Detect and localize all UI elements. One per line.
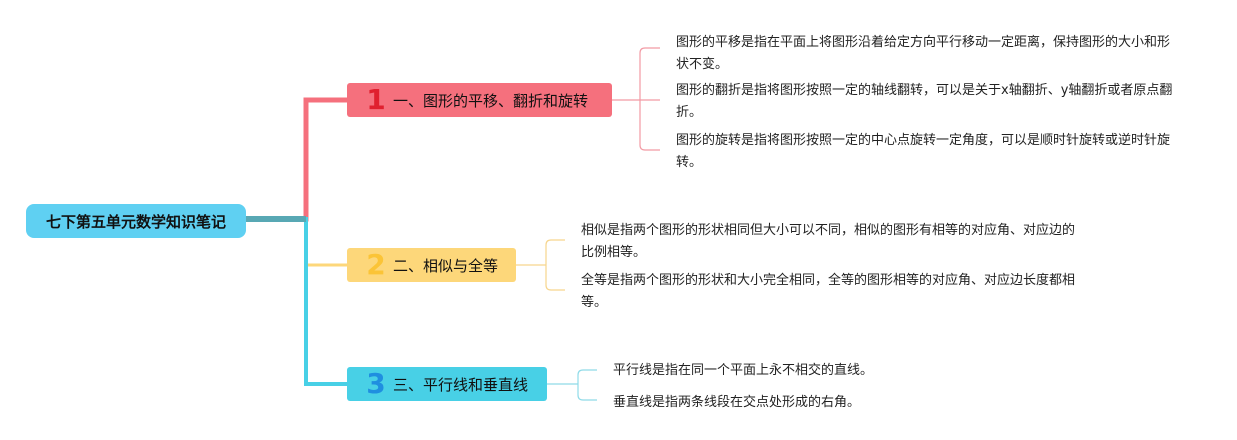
connector-branch-1 — [246, 97, 347, 222]
note-3-2: 垂直线是指两条线段在交点处形成的右角。 — [613, 395, 861, 410]
branch-node-2[interactable]: 2 二、相似与全等 — [347, 248, 516, 282]
note-1-1: 图形的平移是指在平面上将图形沿着给定方向平行移动一定距离，保持图形的大小和形状不… — [676, 35, 1171, 72]
branch-label-1: 一、图形的平移、翻折和旋转 — [393, 91, 589, 110]
note-1-3: 图形的旋转是指将图形按照一定的中心点旋转一定角度，可以是顺时针旋转或逆时针旋转。 — [676, 133, 1171, 170]
branch-number-2: 2 — [366, 248, 386, 281]
branch-label-2: 二、相似与全等 — [393, 256, 499, 275]
branch-label-3: 三、平行线和垂直线 — [393, 375, 529, 394]
branch-number-1: 1 — [366, 83, 386, 116]
branch-node-1[interactable]: 1 一、图形的平移、翻折和旋转 — [347, 83, 612, 117]
notes-connector-1 — [612, 47, 660, 151]
root-node[interactable]: 七下第五单元数学知识笔记 — [26, 204, 246, 238]
notes-connector-2 — [516, 239, 565, 291]
connector-branch-3 — [246, 217, 347, 386]
branch-number-3: 3 — [366, 367, 386, 400]
notes-connector-3 — [547, 369, 597, 401]
note-2-2: 全等是指两个图形的形状和大小完全相同，全等的图形相等的对应角、对应边长度都相等。 — [581, 273, 1076, 310]
note-1-2: 图形的翻折是指将图形按照一定的轴线翻转，可以是关于x轴翻折、y轴翻折或者原点翻折… — [676, 83, 1173, 120]
note-2-1: 相似是指两个图形的形状相同但大小可以不同，相似的图形有相等的对应角、对应边的比例… — [581, 223, 1076, 260]
connector-branch-2 — [246, 217, 347, 267]
branch-node-3[interactable]: 3 三、平行线和垂直线 — [347, 367, 547, 401]
note-3-1: 平行线是指在同一个平面上永不相交的直线。 — [613, 363, 874, 378]
